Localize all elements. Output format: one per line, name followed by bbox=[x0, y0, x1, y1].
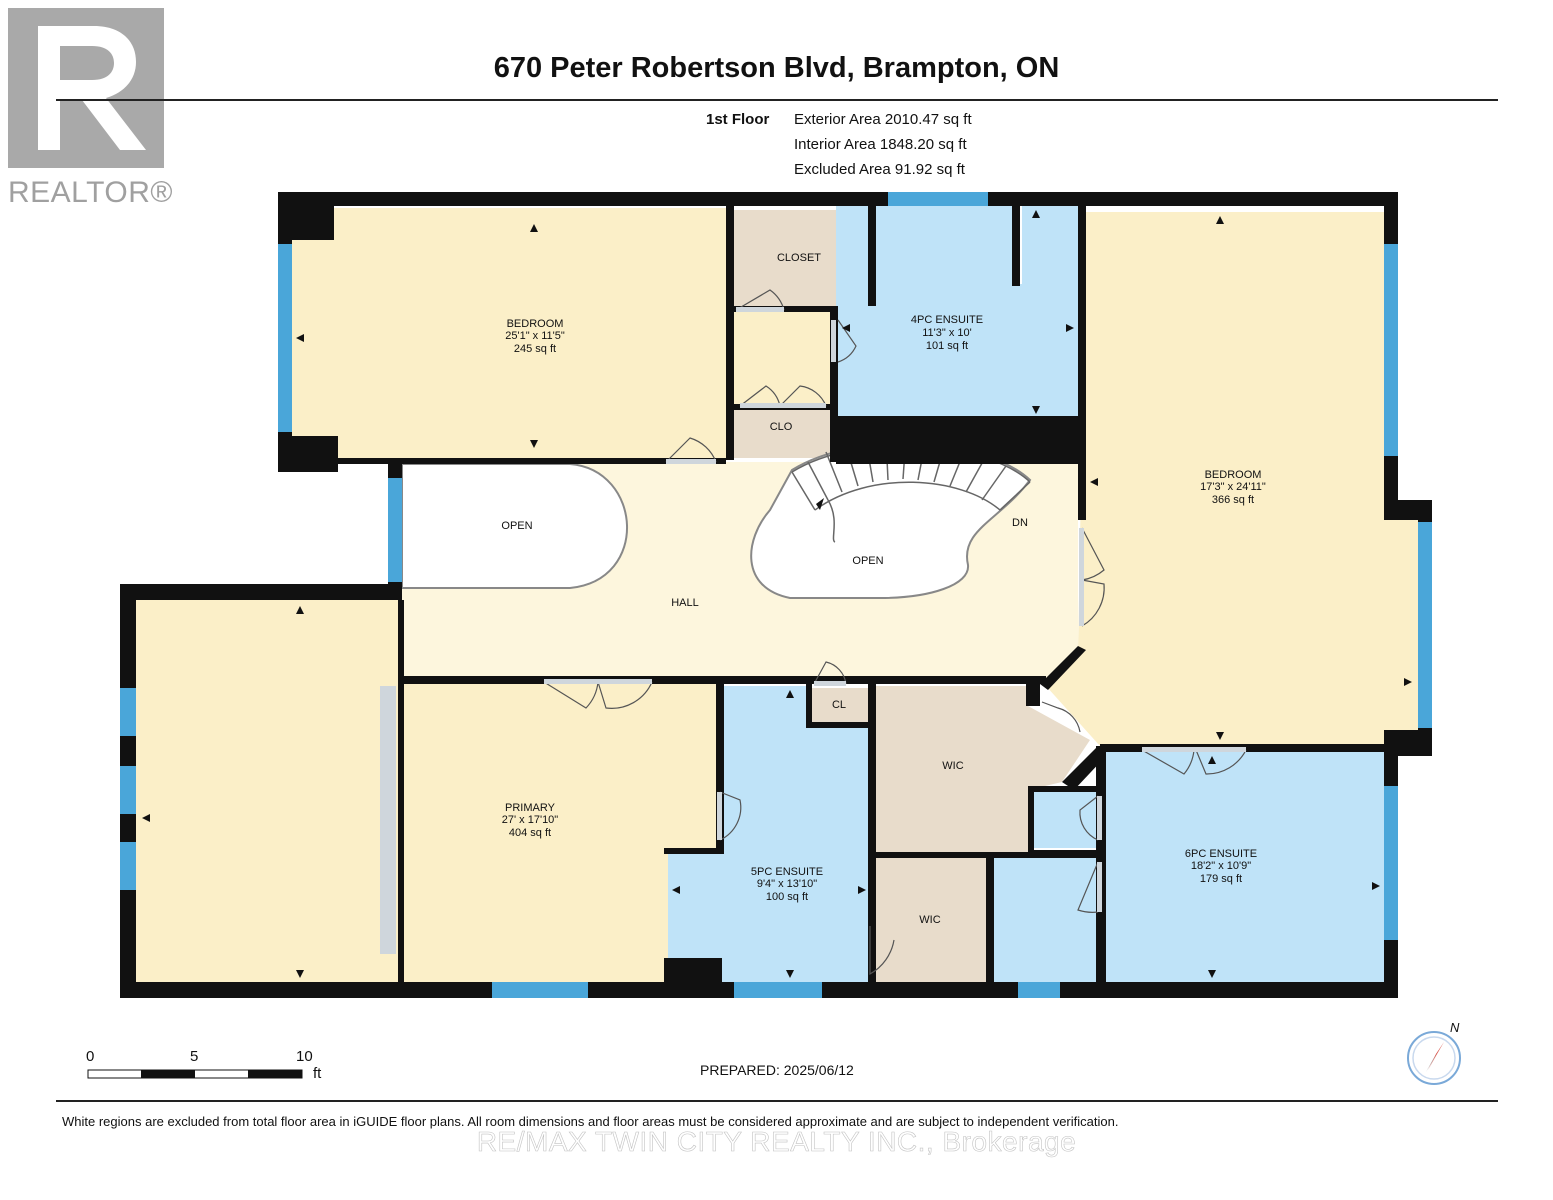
label-open-stair: OPEN bbox=[852, 555, 883, 567]
label-bedroom1-area: 245 sq ft bbox=[514, 343, 556, 355]
realtor-logo: REALTOR® bbox=[8, 8, 178, 209]
exterior-area: Exterior Area 2010.47 sq ft bbox=[794, 111, 972, 128]
label-primary-name: PRIMARY bbox=[505, 802, 556, 814]
label-ensuite6-dims: 18'2" x 10'9" bbox=[1191, 860, 1251, 872]
header-divider bbox=[56, 99, 1498, 101]
excluded-area: Excluded Area 91.92 sq ft bbox=[794, 161, 965, 178]
floor-label: 1st Floor bbox=[706, 111, 770, 128]
label-ensuite4-dims: 11'3" x 10' bbox=[922, 327, 972, 339]
scale-label-0: 0 bbox=[86, 1048, 95, 1065]
room-bedroom-top-left bbox=[292, 208, 836, 460]
scale-label-10: 10 bbox=[296, 1048, 313, 1065]
label-ensuite6-name: 6PC ENSUITE bbox=[1185, 848, 1257, 860]
room-wic-upper bbox=[876, 686, 1090, 852]
label-wic-lower: WIC bbox=[919, 914, 940, 926]
room-primary bbox=[402, 684, 718, 982]
label-bedroom2-name: BEDROOM bbox=[1205, 469, 1262, 481]
label-bedroom1-name: BEDROOM bbox=[507, 318, 564, 330]
room-small-bath-2 bbox=[994, 858, 1096, 982]
label-ensuite6-area: 179 sq ft bbox=[1200, 873, 1242, 885]
label-clo: CLO bbox=[770, 421, 793, 433]
realtor-logo-text: REALTOR® bbox=[8, 176, 174, 209]
dimension-arrows bbox=[142, 210, 1412, 978]
label-primary-area: 404 sq ft bbox=[509, 827, 551, 839]
label-bedroom2-dims: 17'3" x 24'11" bbox=[1200, 481, 1266, 493]
label-stair-down: DN bbox=[1012, 517, 1028, 529]
footer-divider bbox=[56, 1100, 1498, 1102]
disclaimer-text: White regions are excluded from total fl… bbox=[62, 1114, 1119, 1129]
label-ensuite5-name: 5PC ENSUITE bbox=[751, 866, 823, 878]
room-cl bbox=[810, 688, 868, 722]
label-cl: CL bbox=[832, 699, 846, 711]
prepared-date: PREPARED: 2025/06/12 bbox=[700, 1062, 854, 1078]
label-ensuite4-area: 101 sq ft bbox=[926, 340, 968, 352]
room-wic-lower bbox=[876, 858, 986, 982]
label-ensuite5-dims: 9'4" x 13'10" bbox=[757, 878, 817, 890]
windows bbox=[120, 192, 1432, 998]
label-ensuite5-area: 100 sq ft bbox=[766, 891, 808, 903]
compass-icon bbox=[1407, 1031, 1461, 1085]
compass-north-label: N bbox=[1450, 1020, 1460, 1035]
brokerage-watermark: RE/MAX TWIN CITY REALTY INC., Brokerage bbox=[476, 1126, 1077, 1158]
room-small-bath-1 bbox=[1034, 790, 1096, 848]
open-area-left bbox=[401, 463, 628, 589]
scale-label-5: 5 bbox=[190, 1048, 199, 1065]
room-left-unlabeled bbox=[136, 600, 398, 982]
room-5pc-ensuite bbox=[668, 686, 868, 982]
scale-bar bbox=[87, 1069, 303, 1079]
compass: N bbox=[1404, 1020, 1468, 1088]
label-wic-upper: WIC bbox=[942, 760, 963, 772]
label-closet: CLOSET bbox=[777, 252, 821, 264]
label-hall: HALL bbox=[671, 597, 699, 609]
room-bedroom-right bbox=[1046, 212, 1418, 746]
interior-area: Interior Area 1848.20 sq ft bbox=[794, 136, 967, 153]
label-ensuite4-name: 4PC ENSUITE bbox=[911, 314, 983, 326]
page-title: 670 Peter Robertson Blvd, Brampton, ON bbox=[493, 52, 1060, 84]
room-clo bbox=[734, 410, 830, 458]
realtor-logo-mark bbox=[8, 8, 164, 168]
label-open-left: OPEN bbox=[501, 520, 532, 532]
door-jambs bbox=[380, 307, 1246, 954]
scale-unit: ft bbox=[313, 1065, 322, 1082]
room-6pc-ensuite bbox=[1106, 752, 1384, 982]
label-bedroom1-dims: 25'1" x 11'5" bbox=[505, 330, 565, 342]
label-bedroom2-area: 366 sq ft bbox=[1212, 494, 1254, 506]
label-primary-dims: 27' x 17'10" bbox=[502, 814, 559, 826]
room-4pc-ensuite bbox=[836, 204, 1078, 418]
